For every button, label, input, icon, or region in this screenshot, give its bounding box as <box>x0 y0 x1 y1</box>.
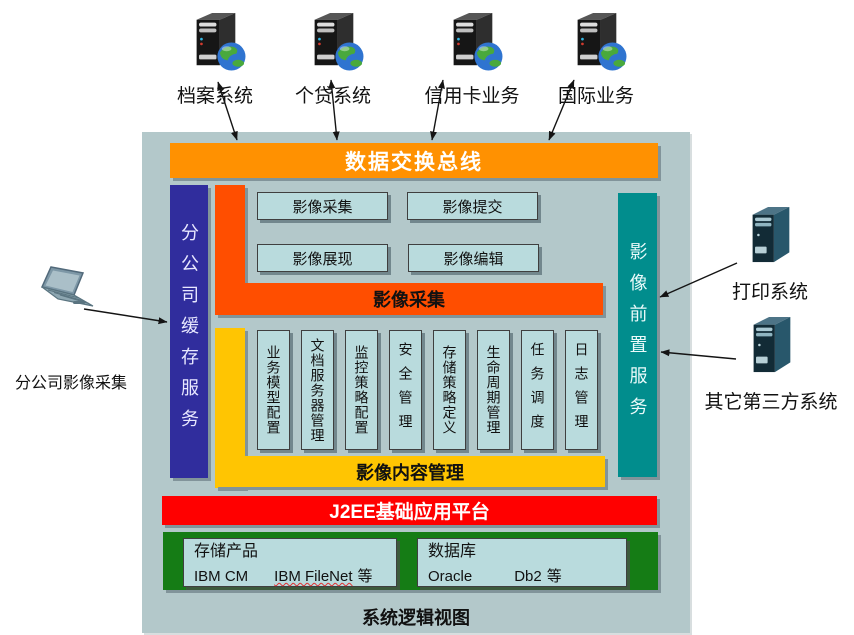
module-task-schedule: 任务调度 <box>521 330 554 450</box>
module-security-mgmt: 安全管理 <box>389 330 422 450</box>
storage-products-box: 存储产品 IBM CM IBM FileNet 等 <box>183 538 397 587</box>
diagram-caption: 系统逻辑视图 <box>362 608 470 628</box>
external-system-credit-card: 信用卡业务 <box>410 12 534 108</box>
external-system-personal-loan: 个贷系统 <box>283 12 383 108</box>
external-system-label: 其它第三方系统 <box>704 392 838 413</box>
data-exchange-bus-label: 数据交换总线 <box>345 150 483 174</box>
server-globe-icon <box>564 12 628 72</box>
image-capture-group-label: 影像采集 <box>373 290 445 310</box>
database-item-oracle: Oracle <box>428 568 473 585</box>
external-system-label: 国际业务 <box>557 86 634 107</box>
server-icon <box>744 206 796 264</box>
image-content-group-label: 影像内容管理 <box>356 462 464 483</box>
external-system-branch-capture: 分公司影像采集 <box>6 266 136 393</box>
module-image-submit: 影像提交 <box>407 192 538 220</box>
image-front-service-label: 影像前置服务 <box>627 242 648 428</box>
module-label: 影像展现 <box>292 250 353 268</box>
data-exchange-bus-bar: 数据交换总线 <box>170 143 658 178</box>
external-system-label: 信用卡业务 <box>424 86 520 107</box>
module-image-capture: 影像采集 <box>257 192 388 220</box>
server-icon <box>745 316 797 374</box>
module-doc-server-mgmt: 文档服务器管理 <box>301 330 334 450</box>
j2ee-platform-bar: J2EE基础应用平台 <box>162 496 657 525</box>
external-system-archive: 档案系统 <box>165 12 265 108</box>
server-globe-icon <box>440 12 504 72</box>
storage-item-ibm-cm: IBM CM <box>194 568 249 585</box>
database-box: 数据库 Oracle Db2 等 <box>417 538 627 587</box>
server-globe-icon <box>301 12 365 72</box>
main-panel: 数据交换总线 分公司缓存服务 影像采集 影像采集 影像提交 影像展现 影像编辑 … <box>142 132 690 633</box>
laptop-icon <box>33 266 109 318</box>
module-log-mgmt: 日志管理 <box>565 330 598 450</box>
database-suffix: 等 <box>546 568 562 585</box>
external-system-label: 分公司影像采集 <box>14 375 127 392</box>
storage-item-ibm-filenet: IBM FileNet <box>274 568 353 585</box>
external-system-label: 个贷系统 <box>294 86 371 107</box>
module-storage-policy-define: 存储策略定义 <box>433 330 466 450</box>
external-system-international: 国际业务 <box>544 12 648 108</box>
external-system-label: 打印系统 <box>731 282 808 303</box>
j2ee-platform-label: J2EE基础应用平台 <box>329 502 490 523</box>
external-system-third-party: 其它第三方系统 <box>702 316 840 414</box>
module-image-display: 影像展现 <box>257 244 388 272</box>
image-front-service-bar: 影像前置服务 <box>618 193 657 477</box>
external-system-label: 档案系统 <box>176 86 253 107</box>
branch-cache-service-label: 分公司缓存服务 <box>179 223 199 440</box>
module-label: 影像编辑 <box>443 250 504 268</box>
storage-products-title: 存储产品 <box>194 543 259 560</box>
branch-cache-service-bar: 分公司缓存服务 <box>170 185 208 478</box>
module-label: 影像采集 <box>292 198 353 216</box>
module-business-model-config: 业务模型配置 <box>257 330 290 450</box>
image-capture-group-horizontal: 影像采集 <box>215 283 603 315</box>
module-monitor-policy-config: 监控策略配置 <box>345 330 378 450</box>
module-image-edit: 影像编辑 <box>408 244 539 272</box>
external-system-print: 打印系统 <box>718 206 822 304</box>
foundation-section: 存储产品 IBM CM IBM FileNet 等 数据库 Oracle Db2… <box>163 532 658 590</box>
module-lifecycle-mgmt: 生命周期管理 <box>477 330 510 450</box>
content-modules-row: 业务模型配置 文档服务器管理 监控策略配置 安全管理 存储策略定义 生命周期管理… <box>257 330 598 450</box>
image-content-group-horizontal: 影像内容管理 <box>215 456 605 487</box>
module-label: 影像提交 <box>442 198 503 216</box>
storage-suffix: 等 <box>357 568 373 585</box>
database-item-db2: Db2 <box>514 568 542 585</box>
server-globe-icon <box>183 12 247 72</box>
database-title: 数据库 <box>428 543 477 560</box>
